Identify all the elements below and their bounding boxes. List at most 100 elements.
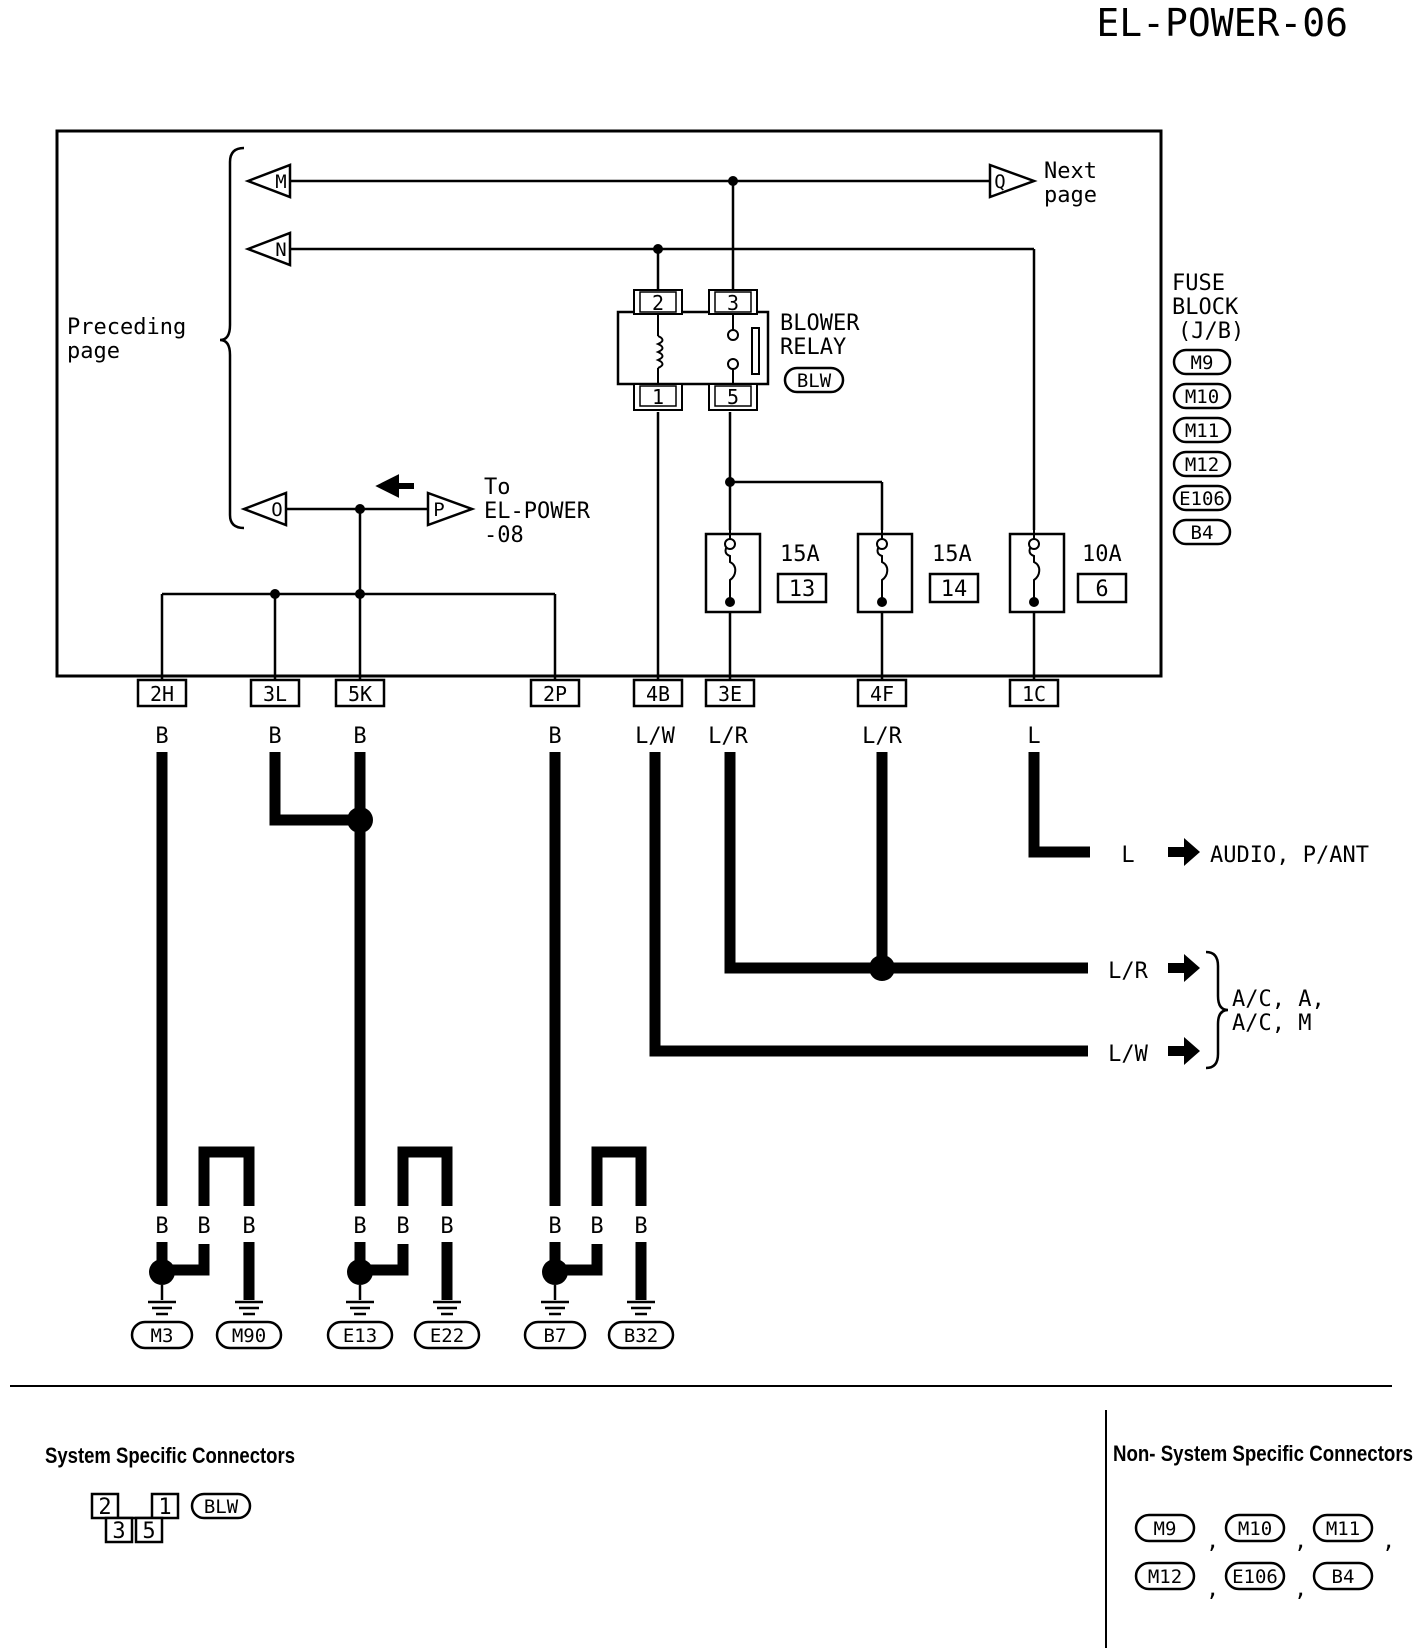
ground-connector-b7: B7 [523, 1320, 587, 1350]
svg-text:2P: 2P [543, 682, 567, 706]
svg-text:M11: M11 [1326, 1518, 1360, 1540]
output-audio-arrow-icon [1168, 838, 1200, 866]
system-connector-badge: BLW [190, 1492, 252, 1520]
wire-color-3e: L/R [708, 724, 748, 749]
svg-text:5: 5 [142, 1519, 155, 1544]
fuse-13-rating: 15A [780, 542, 820, 567]
fuse-block-connector-m12: M12 [1172, 450, 1232, 478]
svg-text:M: M [275, 171, 286, 193]
svg-text:M12: M12 [1185, 454, 1219, 476]
svg-text:B: B [634, 1214, 647, 1239]
svg-text:M11: M11 [1185, 420, 1219, 442]
svg-text:B: B [242, 1214, 255, 1239]
next-page-label-1: Next [1044, 159, 1097, 184]
svg-text:B7: B7 [544, 1325, 567, 1347]
svg-text:B32: B32 [624, 1325, 658, 1347]
svg-text:4F: 4F [870, 682, 894, 706]
output-ac-label-1: A/C, A, [1232, 987, 1325, 1012]
svg-text:M90: M90 [232, 1325, 266, 1347]
wire-color-3l: B [268, 724, 281, 749]
svg-text:E13: E13 [343, 1325, 377, 1347]
ground-icon-b32 [627, 1300, 655, 1316]
svg-text:O: O [271, 499, 282, 521]
svg-text:2: 2 [98, 1495, 111, 1520]
svg-text:1C: 1C [1022, 682, 1046, 706]
relay-connector-badge: BLW [783, 366, 845, 394]
relay-pin-3: 3 [727, 291, 739, 315]
svg-text:2H: 2H [150, 682, 174, 706]
non-system-separator: , [1294, 1529, 1307, 1554]
svg-text:B4: B4 [1191, 522, 1214, 544]
svg-text:P: P [433, 499, 444, 521]
svg-text:3E: 3E [718, 682, 742, 706]
svg-text:4B: 4B [646, 682, 670, 706]
svg-text:5K: 5K [348, 682, 372, 706]
relay-label-2: RELAY [780, 335, 846, 360]
ground-icon-m90 [235, 1300, 263, 1316]
fuse-block-connector-b4: B4 [1172, 518, 1232, 546]
output-audio-wire: L [1121, 843, 1134, 868]
non-system-connector-e106: E106 [1224, 1561, 1286, 1591]
output-lr-wire: L/R [1108, 959, 1148, 984]
svg-text:B4: B4 [1332, 1566, 1355, 1588]
output-ac-brace [1205, 950, 1229, 1070]
svg-text:B: B [155, 1214, 168, 1239]
output-lw-arrow-icon [1168, 1037, 1200, 1065]
svg-text:M9: M9 [1154, 1518, 1177, 1540]
svg-text:3: 3 [112, 1519, 125, 1544]
ground-icon-b7 [541, 1285, 569, 1316]
wire-color-2p: B [548, 724, 561, 749]
fuse-block-label-3: (J/B) [1178, 319, 1244, 344]
system-connector-diagram: 2 1 3 5 [90, 1492, 180, 1544]
internal-junctions [270, 176, 738, 599]
non-system-connector-m12: M12 [1134, 1561, 1196, 1591]
wire-color-5k: B [353, 724, 366, 749]
fuse-block-outline [55, 129, 1163, 678]
non-system-connector-m9: M9 [1134, 1513, 1196, 1543]
terminal-4b: 4B [632, 678, 684, 708]
relay-pin-5: 5 [727, 385, 739, 409]
relay-pin-1: 1 [652, 385, 664, 409]
non-system-separator: , [1382, 1529, 1395, 1554]
svg-text:B: B [353, 1214, 366, 1239]
non-system-connector-b4: B4 [1312, 1561, 1374, 1591]
non-system-connector-m10: M10 [1224, 1513, 1286, 1543]
relay-label-1: BLOWER [780, 311, 860, 336]
wire-label-gap [140, 1206, 660, 1242]
non-system-specific-title: Non- System Specific Connectors [1113, 1441, 1413, 1466]
svg-text:M12: M12 [1148, 1566, 1182, 1588]
svg-text:Q: Q [994, 171, 1005, 193]
arrow-m: M [244, 163, 292, 199]
preceding-page-label-2: page [67, 339, 120, 364]
svg-text:3L: 3L [263, 682, 287, 706]
preceding-page-brace [219, 146, 245, 530]
page-code: EL-POWER-06 [1096, 1, 1348, 45]
ground-icon-e22 [433, 1300, 461, 1316]
direction-arrow-left [375, 474, 414, 498]
svg-text:M3: M3 [151, 1325, 174, 1347]
svg-text:M10: M10 [1185, 386, 1219, 408]
fuse-6-rating: 10A [1082, 542, 1122, 567]
to-label-1: To [484, 475, 511, 500]
fuse-14-rating: 15A [932, 542, 972, 567]
fuse-13: 15A 13 [704, 530, 828, 614]
terminal-2h: 2H [136, 678, 188, 708]
arrow-p: P [426, 491, 476, 527]
output-lw-wire: L/W [1108, 1042, 1148, 1067]
ground-icon-m3 [148, 1285, 176, 1316]
ground-connector-b32: B32 [607, 1320, 675, 1350]
non-system-separator: , [1294, 1577, 1307, 1602]
ground-wire-labels: B B B B B B B B B [155, 1214, 647, 1239]
terminal-2p: 2P [529, 678, 581, 708]
non-system-separator: , [1206, 1577, 1219, 1602]
ground-icon-e13 [346, 1285, 374, 1316]
svg-text:E106: E106 [1232, 1566, 1278, 1588]
wire-color-4b: L/W [635, 724, 675, 749]
relay-coil-icon [655, 335, 664, 369]
harness-junctions [149, 807, 895, 1285]
relay-switch-icon [751, 327, 760, 375]
ground-branch-wires [156, 1222, 603, 1276]
svg-text:1: 1 [158, 1495, 171, 1520]
terminal-3e: 3E [704, 678, 756, 708]
